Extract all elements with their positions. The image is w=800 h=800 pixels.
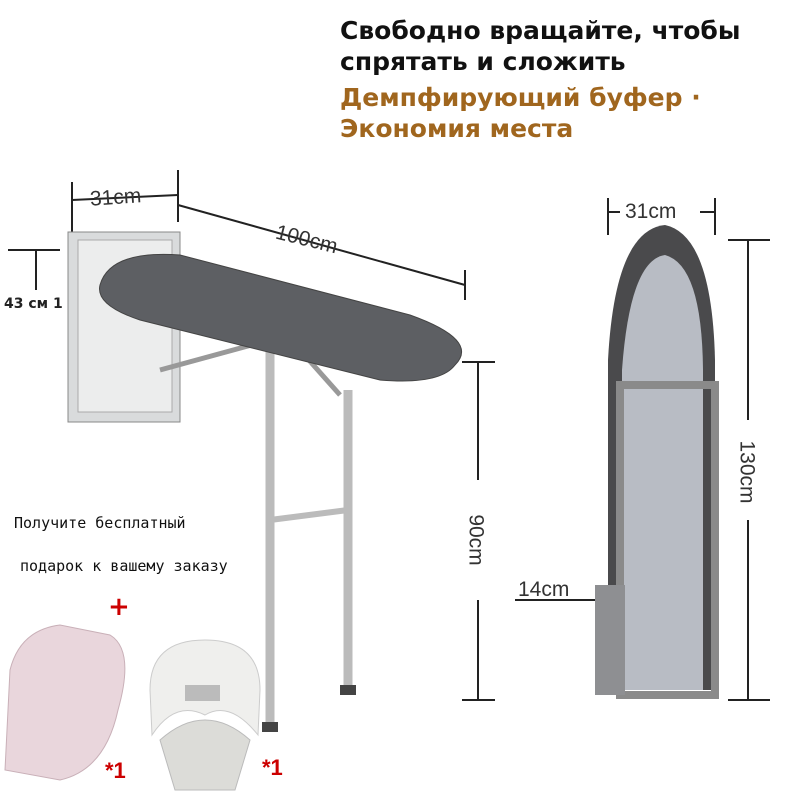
ironing-board-open	[99, 253, 462, 732]
dimension-lines	[8, 170, 770, 701]
dim-height-open: 90cm	[464, 514, 488, 566]
dim-thickness-folded: 14cm	[518, 578, 570, 601]
gift-plus: +	[108, 592, 130, 622]
headline-line-1: Свободно вращайте, чтобы	[340, 16, 741, 45]
gift-items	[4, 624, 261, 791]
gift-item2-qty: *1	[262, 755, 283, 780]
dim-depth-folded: 31cm	[625, 200, 677, 223]
gift-line-2: подарок к вашему заказу	[20, 557, 228, 575]
headline-accent-2: Экономия места	[340, 114, 574, 143]
gift-item1-qty: *1	[105, 758, 126, 783]
headline-accent-1: Демпфирующий буфер ·	[340, 83, 701, 112]
dim-depth-open: 31cm	[89, 184, 143, 211]
gift-line-1: Получите бесплатный	[14, 514, 186, 532]
headline-line-2: спрятать и сложить	[340, 47, 626, 76]
ironing-board-folded	[595, 225, 719, 699]
dim-height-folded: 130cm	[735, 440, 759, 504]
dim-bracket-height: 43 см 1	[4, 296, 63, 312]
